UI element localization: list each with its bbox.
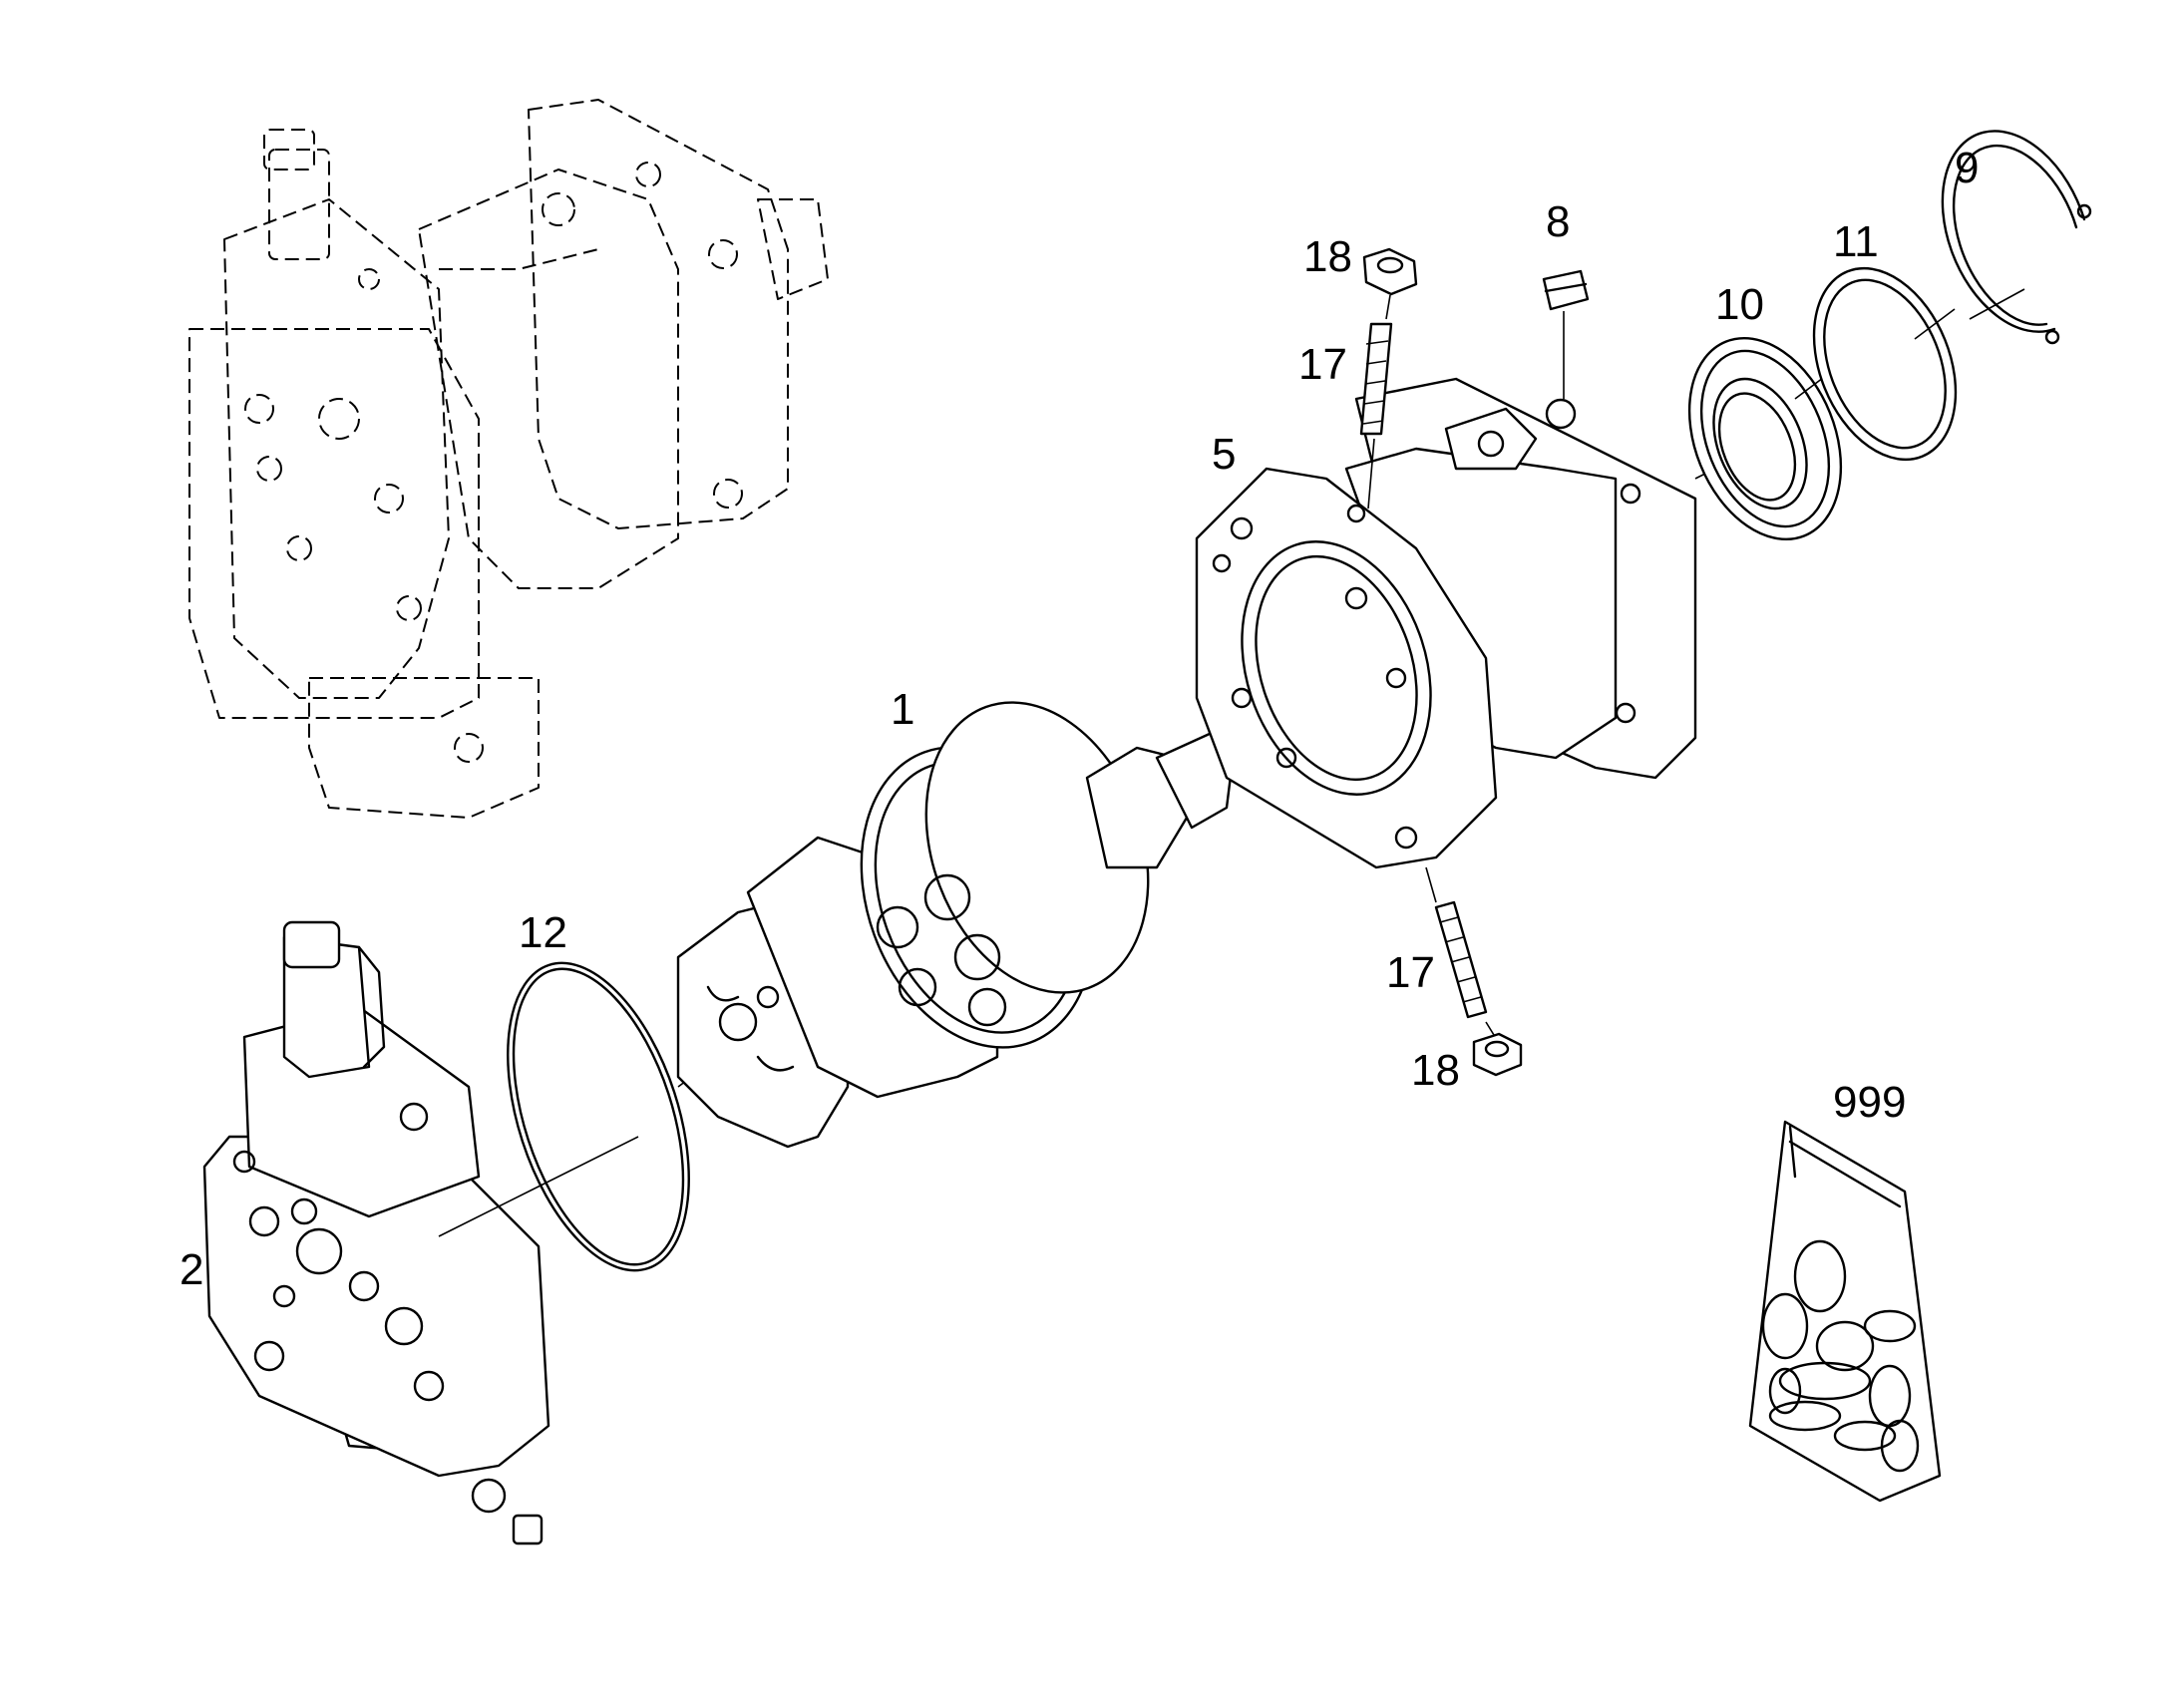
callout-999: 999 [1833,1078,1906,1127]
callout-2: 2 [180,1245,203,1294]
part-8-plug [1542,269,1590,399]
callout-5: 5 [1212,430,1236,479]
callout-10: 10 [1715,280,1764,329]
callout-18-upper: 18 [1303,232,1352,281]
callout-8: 8 [1546,197,1570,246]
part-18-nut-upper [1362,247,1418,320]
part-11-disc [1812,266,1958,462]
part-18-nut-lower [1472,1021,1523,1077]
callout-17-upper: 17 [1298,340,1347,389]
part-9-retaining-ring [1941,130,2092,345]
assembled-motor-outline [188,99,829,819]
part-5-housing [1195,377,1716,869]
callout-1: 1 [891,685,914,734]
callout-11: 11 [1833,217,1879,266]
part-17-stud-lower [1425,866,1488,1019]
callout-17-lower: 17 [1386,948,1435,997]
part-10-shaft-seal [1687,336,1843,541]
callout-12: 12 [519,908,567,957]
part-999-seal-kit-bag [1748,1120,1942,1503]
callout-9: 9 [1955,144,1979,192]
part-17-stud-upper [1359,322,1393,510]
part-1-rotary-group [676,701,1277,1149]
callout-18-lower: 18 [1411,1046,1460,1095]
part-2-control-block [202,920,639,1545]
callout-labels: 1 2 5 8 9 10 11 12 17 17 18 18 999 [180,144,1979,1294]
